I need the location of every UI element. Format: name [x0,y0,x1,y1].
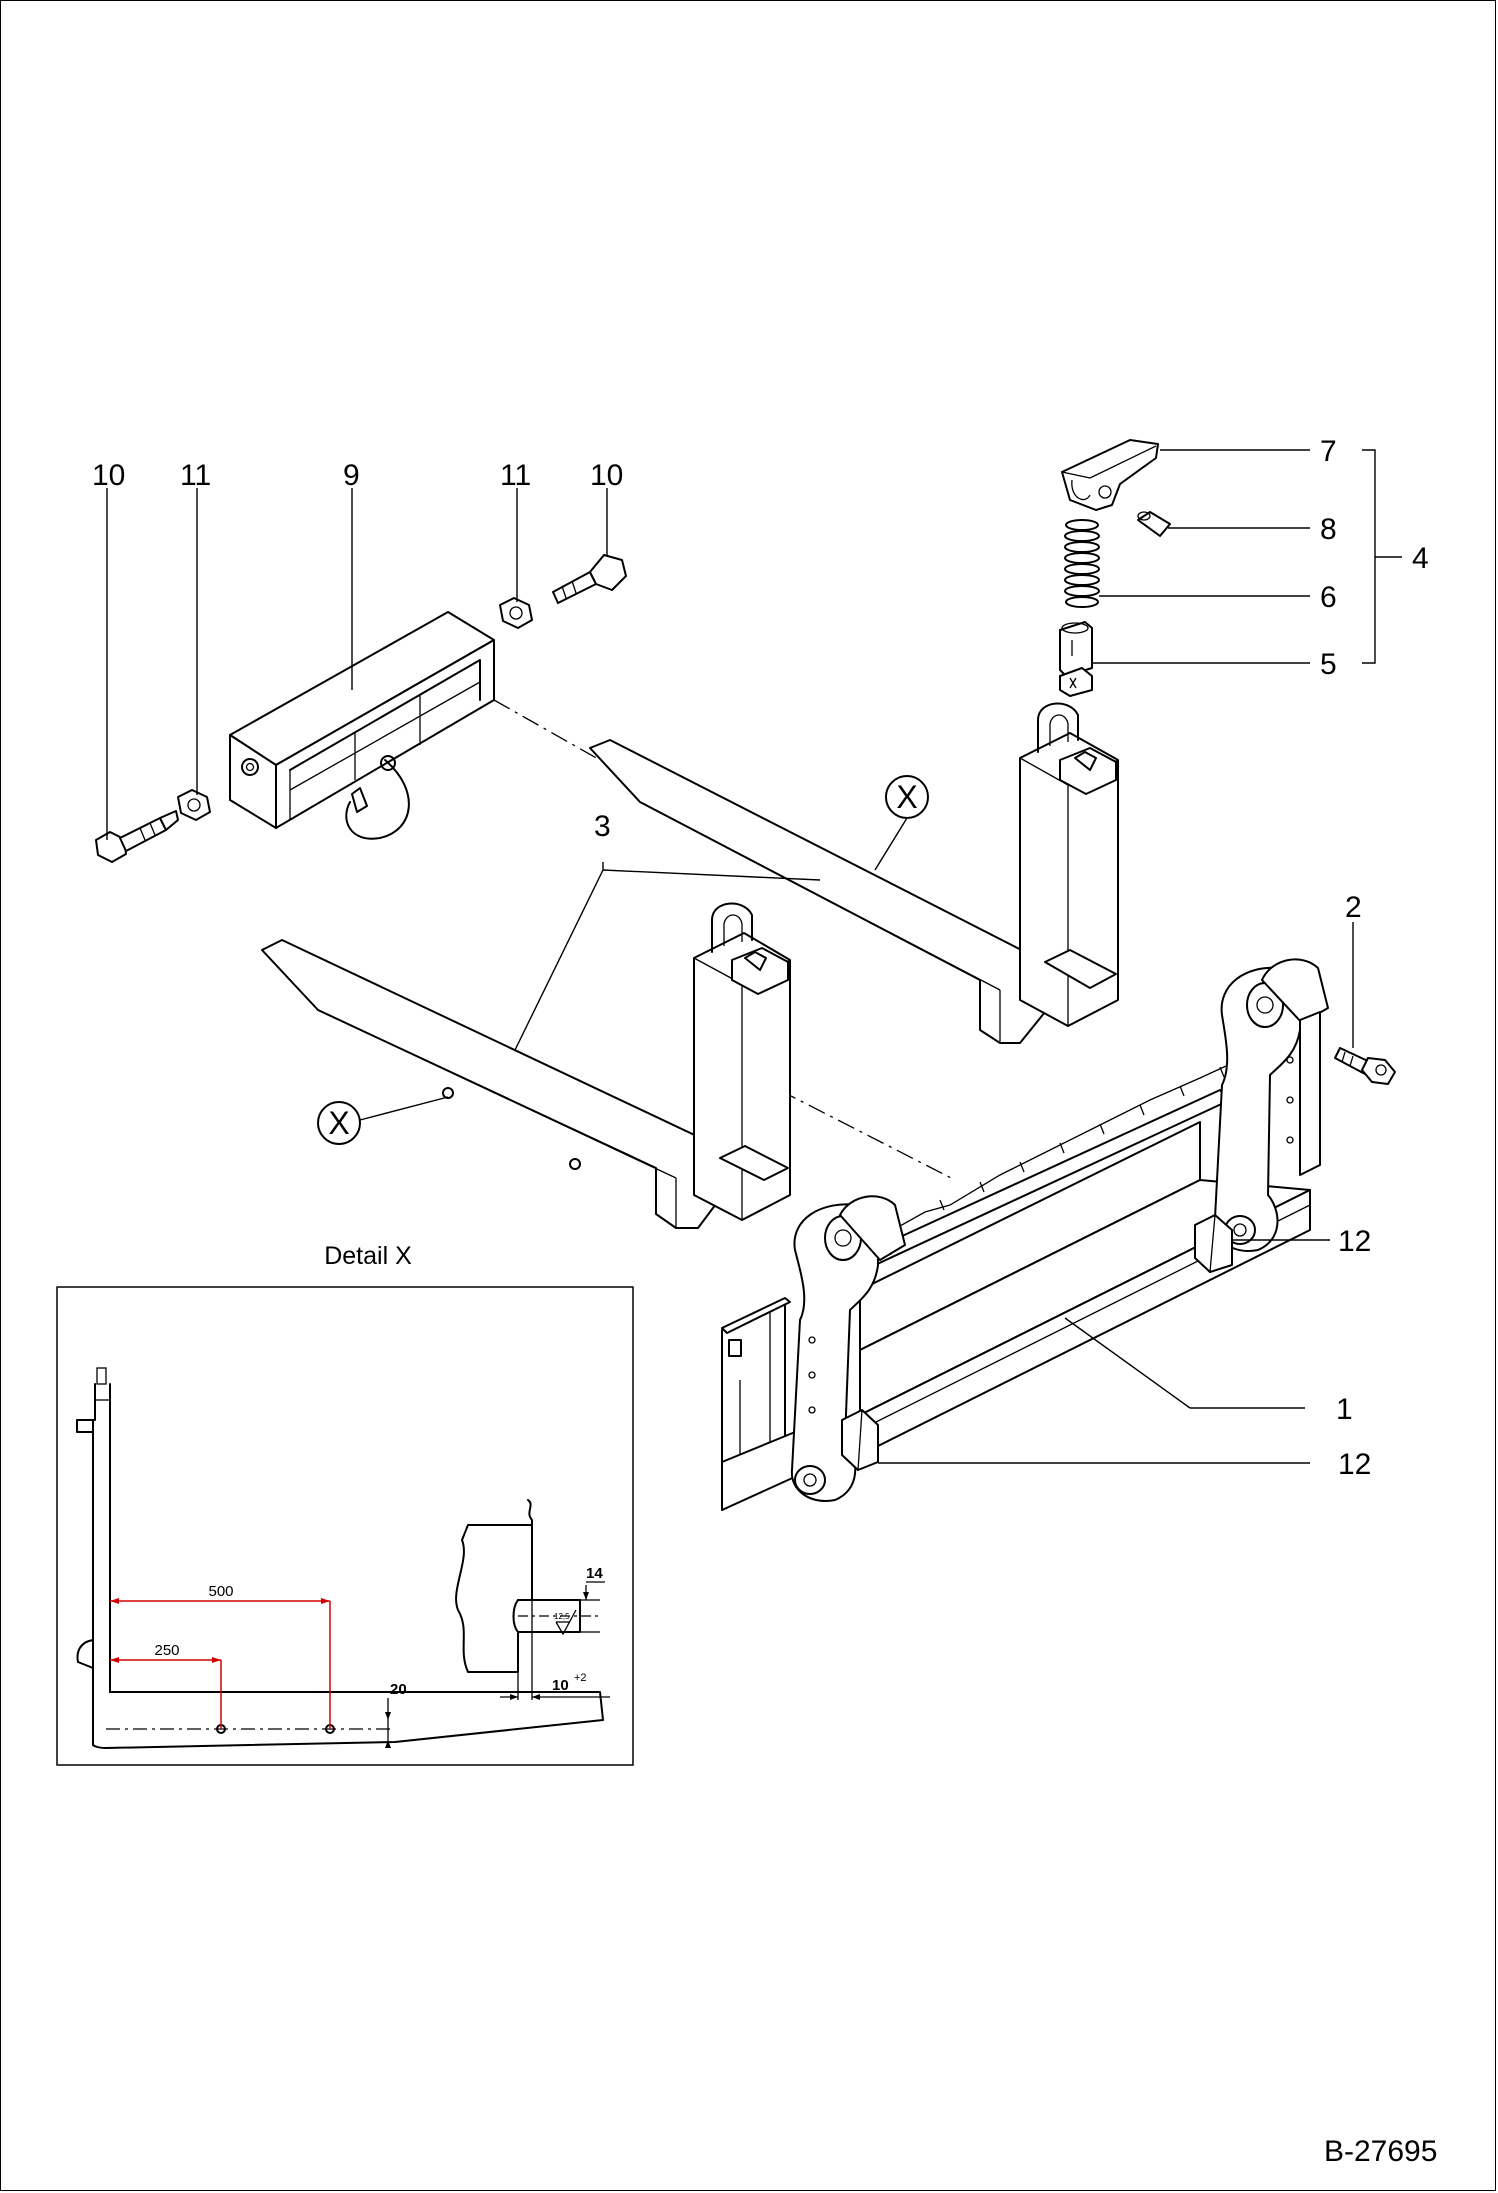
marker-x-upper-label: X [896,779,917,815]
marker-x-lower: X [317,1101,361,1145]
part-9-fork-holder [229,611,495,840]
document-id: B-27695 [1324,2135,1437,2168]
callout-5: 5 [1320,648,1337,681]
dim-500: 500 [208,1583,233,1600]
part-1-carriage-frame [721,958,1329,1511]
part-12-stop-upper [1194,1214,1233,1273]
callout-12-upper: 12 [1338,1225,1371,1258]
part-8-pin [1137,511,1171,537]
callouts: 10 11 9 11 10 7 8 6 5 4 3 2 12 1 12 [92,435,1429,1481]
part-7-latch [1061,439,1159,511]
marker-x-lower-label: X [328,1105,349,1141]
callout-8: 8 [1320,513,1337,546]
callout-6: 6 [1320,581,1337,614]
callout-3: 3 [594,810,611,843]
callout-11-right: 11 [500,459,531,492]
part-3-fork-upper [589,702,1119,1044]
callout-2: 2 [1345,891,1362,924]
marker-x-upper: X [885,775,929,819]
part-6-spring [1064,519,1100,608]
part-11-nut-right [499,597,533,629]
callout-7: 7 [1320,435,1337,468]
dim-10: 10 [552,1677,569,1694]
detail-title: Detail X [324,1242,412,1270]
callout-11-left: 11 [180,459,211,492]
surface-roughness: 12,5 [554,1612,570,1621]
part-11-nut-left [177,789,211,821]
part-10-bolt-right [552,554,627,604]
callout-9: 9 [343,459,360,492]
callout-4: 4 [1412,542,1429,575]
callout-12-lower: 12 [1338,1448,1371,1481]
part-5-bolt-pin [1059,621,1093,697]
dim-10-tolerance: +2 [574,1672,587,1684]
dim-14: 14 [586,1565,603,1582]
leader-lines [106,449,1402,1464]
callout-10-right: 10 [590,459,623,492]
part-12-stop-lower [841,1409,879,1471]
callout-10-left: 10 [92,459,125,492]
dim-20: 20 [390,1681,407,1698]
callout-1: 1 [1336,1393,1353,1426]
dim-250: 250 [154,1642,179,1659]
detail-x-panel: 500 250 20 10 +2 14 [56,1286,634,1766]
part-10-bolt-left [95,810,179,863]
part-3-fork-lower [261,902,791,1229]
part-2-screw [1334,1047,1396,1085]
